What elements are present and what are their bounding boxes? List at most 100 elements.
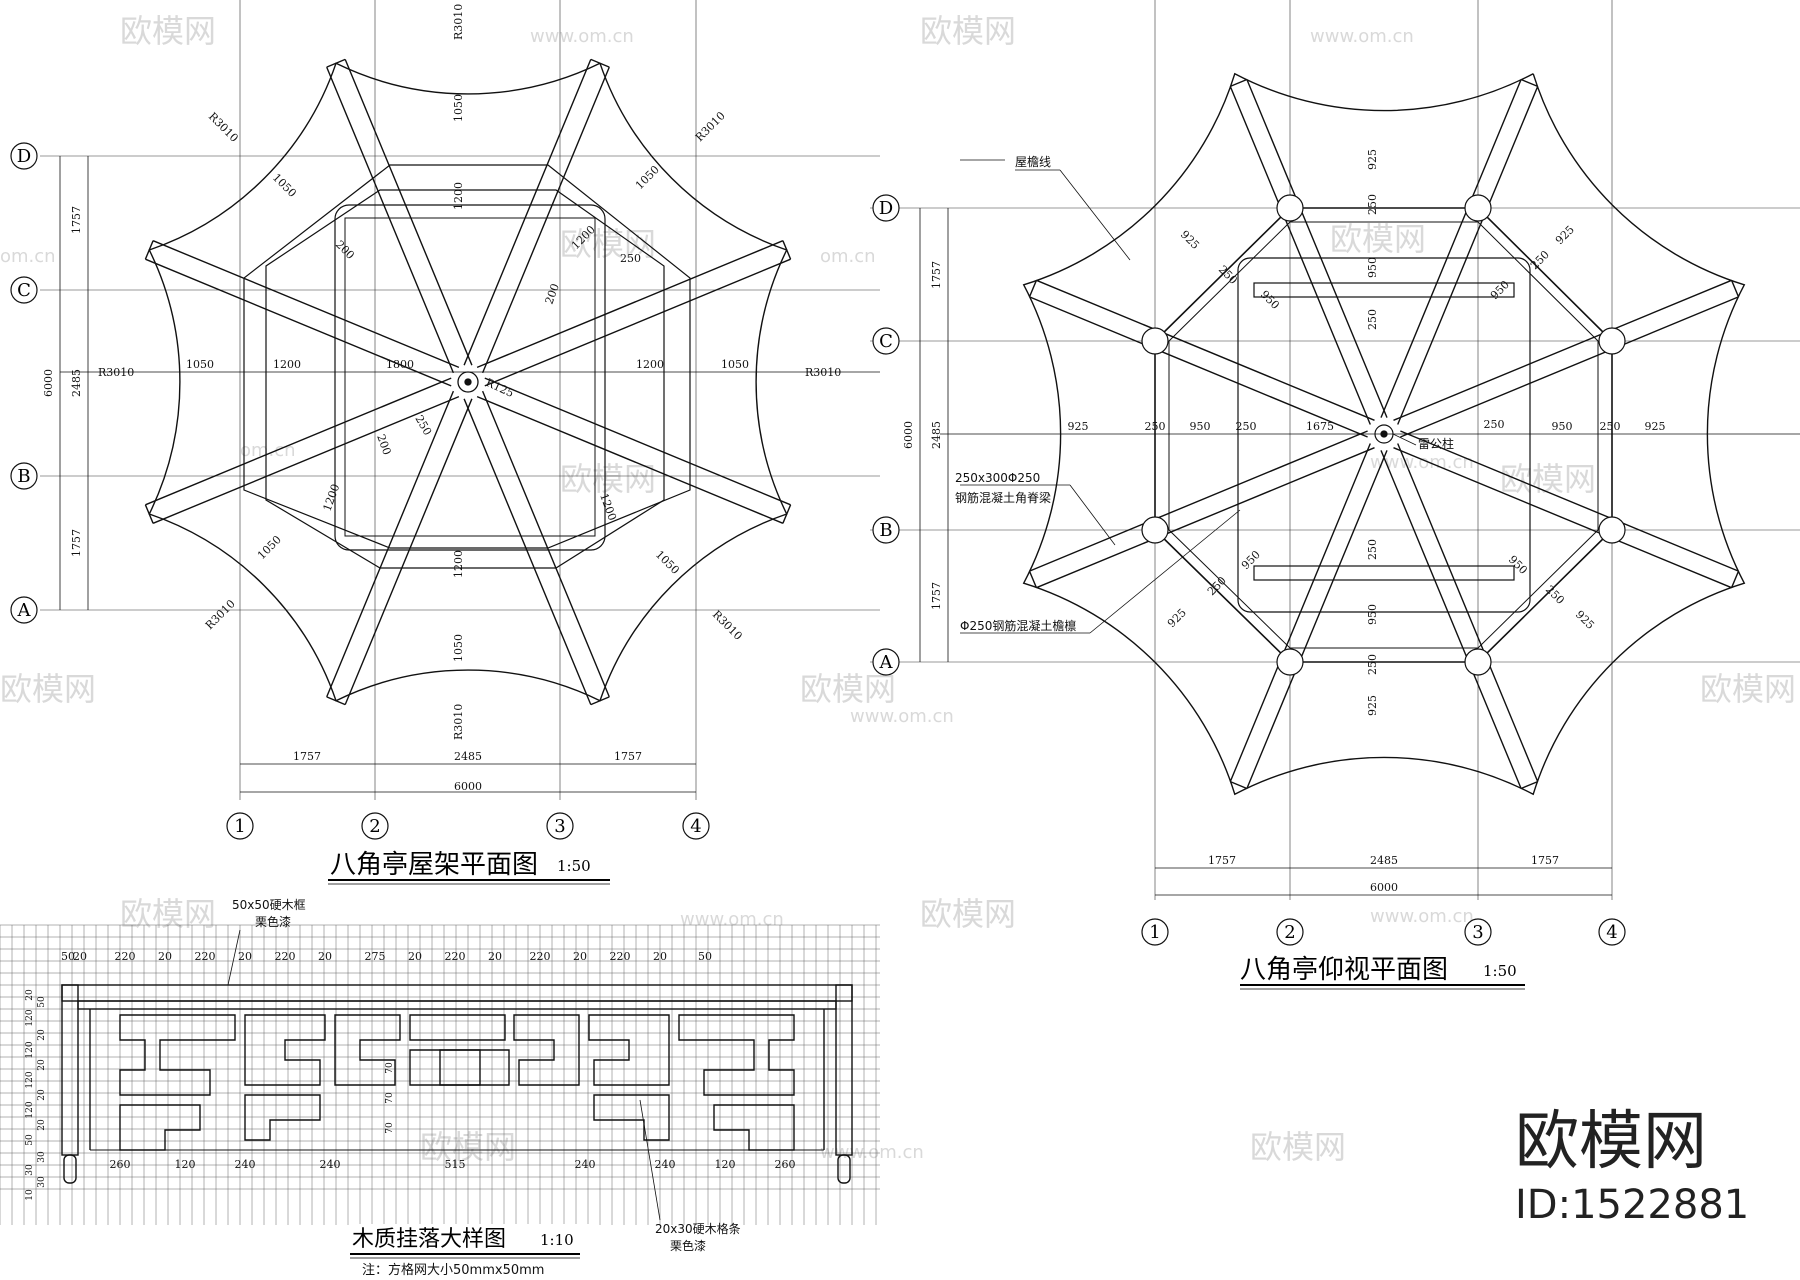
watermark-text: 欧模网	[120, 12, 216, 50]
fascia-dim-top: 20	[318, 950, 332, 963]
fascia-dim-left: 50	[37, 996, 47, 1008]
rafter-edge	[476, 395, 784, 524]
dim-text: 1050	[186, 358, 214, 371]
label-lattice-paint: 栗色漆	[670, 1239, 706, 1253]
axis-label-c: C	[17, 280, 31, 301]
fascia-dim-bottom: 120	[175, 1158, 196, 1171]
roof-frame-plan	[40, 0, 880, 800]
fascia-labels: 50x50硬木框 栗色漆 20x30硬木格条 栗色漆	[227, 898, 741, 1253]
fascia-dim-bottom: 120	[715, 1158, 736, 1171]
rafter-edge	[476, 240, 784, 369]
rafter-edge	[152, 395, 460, 524]
rafter-edge	[1246, 79, 1388, 418]
fascia-dim-bottom: 240	[320, 1158, 341, 1171]
rafter-end	[326, 58, 346, 68]
dim-total-left: 6000	[42, 369, 55, 397]
drawing-scale: 1:50	[1483, 962, 1517, 980]
rafter-edge	[484, 377, 791, 506]
fascia-dim-left: 30	[37, 1176, 47, 1188]
rafter-end	[144, 504, 154, 524]
dim-text: 250	[1205, 574, 1229, 598]
watermark-text: 欧模网	[0, 670, 96, 708]
watermark-text: 欧模网	[920, 12, 1016, 50]
radius-label: R3010	[206, 110, 241, 145]
dim-text: 1757	[930, 261, 943, 289]
watermark-text: 欧模网	[1330, 220, 1426, 258]
fascia-dim-bottom: 240	[575, 1158, 596, 1171]
fascia-dim-left: 120	[25, 1101, 35, 1118]
fascia-dim-top: 220	[530, 950, 551, 963]
watermark-url: www.om.cn	[1370, 452, 1474, 473]
ceiling-plan-title-block: 八角亭仰视平面图 1:50	[1240, 955, 1525, 990]
axis-label-d: D	[879, 198, 893, 219]
rafter-end	[1730, 280, 1740, 298]
dim-text: 925	[1553, 223, 1577, 247]
axis-label-d: D	[17, 146, 31, 167]
drawing-scale: 1:10	[540, 1231, 574, 1249]
ceiling-plan-axes: D C B A 1 2 3 4	[872, 194, 1626, 946]
watermark-text: 欧模网	[920, 895, 1016, 933]
rafter-end	[1520, 780, 1538, 790]
drawing-title: 八角亭屋架平面图	[330, 850, 538, 880]
fascia-dim-bottom: 240	[235, 1158, 256, 1171]
rafter-end	[1230, 78, 1248, 88]
axis-label-2: 2	[1284, 922, 1295, 943]
rafter-edge	[326, 66, 455, 374]
label-lattice: 20x30硬木格条	[655, 1221, 741, 1236]
rafter-edge	[1393, 279, 1732, 421]
fascia-dim-top: 20	[573, 950, 587, 963]
ceiling-plan-labels: 屋檐线 250x300Φ250 钢筋混凝土角脊梁 Φ250钢筋混凝土檐檩 雷公柱	[955, 155, 1454, 634]
dim-text: 1757	[70, 529, 83, 557]
fascia-dim-top: 220	[115, 950, 136, 963]
dim-text: 1200	[452, 550, 465, 578]
dim-text: 250	[1366, 309, 1379, 330]
dim-text: 925	[1573, 608, 1597, 632]
dim-text: 950	[1366, 604, 1379, 625]
dim-text: 1050	[255, 533, 284, 562]
fascia-dim-left: 120	[25, 1071, 35, 1088]
dim-text: 1050	[633, 163, 662, 192]
axis-label-3: 3	[1472, 922, 1483, 943]
label-beam-size: 250x300Φ250	[955, 471, 1040, 485]
brand-block: 欧模网 ID:1522881	[1515, 1105, 1749, 1228]
fascia-dim-left: 30	[25, 1164, 35, 1176]
fascia-dim-top: 220	[610, 950, 631, 963]
dim-text: 925	[1645, 420, 1666, 433]
fascia-detail	[61, 984, 853, 1184]
watermark-text: 欧模网	[1250, 1128, 1346, 1166]
radius-label: R3010	[805, 366, 841, 379]
fascia-dim-left: 20	[37, 1119, 47, 1131]
fascia-dim-left: 20	[37, 1089, 47, 1101]
dim-text: 250	[1484, 418, 1505, 431]
fascia-dim-top: 275	[365, 950, 386, 963]
roof-plan-axes: D C B A 1 2 3 4	[10, 142, 710, 840]
rafter-edge	[1400, 430, 1739, 572]
dim-text: 950	[1488, 278, 1512, 302]
fascia-dim-bottom: 240	[655, 1158, 676, 1171]
fascia-dim-top: 220	[195, 950, 216, 963]
dim-text: 1050	[653, 548, 682, 577]
dim-text: 250	[1543, 583, 1567, 607]
watermark-url: www.om.cn	[820, 1142, 924, 1163]
dim-text: 950	[1258, 288, 1282, 312]
watermark-url-short: om.cn	[820, 246, 876, 267]
rafter-edge	[1036, 447, 1375, 589]
fascia-dim-mid: 70	[385, 1092, 395, 1104]
rafter-edge	[344, 398, 473, 705]
rafter-edge	[481, 66, 610, 374]
dim-text: 1050	[452, 94, 465, 122]
rafter-end	[326, 696, 346, 706]
fascia-dim-top: 20	[488, 950, 502, 963]
rafter-end	[1230, 780, 1248, 790]
axis-label-c: C	[879, 331, 893, 352]
watermark-url-short: om.cn	[240, 440, 296, 461]
watermark-url: www.om.cn	[1370, 906, 1474, 927]
dim-text: 950	[1239, 548, 1263, 572]
watermark-text: 欧模网	[1700, 670, 1796, 708]
rafter-end	[1028, 570, 1038, 588]
dim-text: 250	[1236, 420, 1257, 433]
rafter-edge	[1393, 447, 1732, 589]
dim-text: 1757	[70, 206, 83, 234]
dim-text: 250	[1366, 194, 1379, 215]
dim-text: 2485	[454, 750, 482, 763]
